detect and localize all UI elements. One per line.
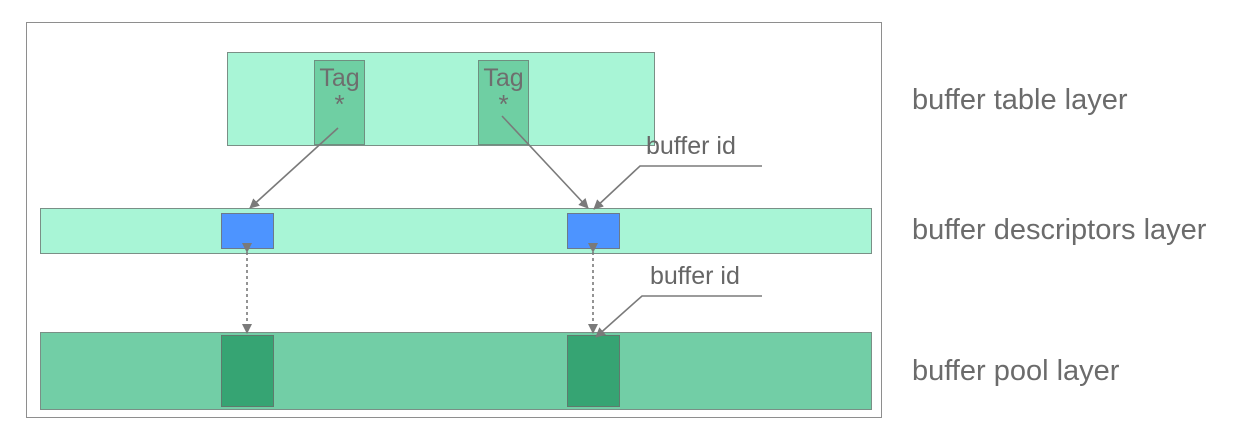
tag-label-2: Tag	[483, 64, 524, 92]
pointer-symbol-1: *	[334, 89, 345, 119]
buffer-table-layer	[227, 52, 655, 146]
pointer-symbol-2: *	[498, 89, 509, 119]
buffer-id-callout-1: buffer id	[646, 132, 736, 160]
callout-leader-1	[593, 165, 762, 210]
buffer-pool-layer-label: buffer pool layer	[912, 355, 1120, 387]
buffer-pool-page-1	[221, 335, 274, 407]
buffer-descriptors-layer-label: buffer descriptors layer	[912, 214, 1207, 246]
tag-label-1: Tag	[319, 64, 360, 92]
buffer-id-callout-2: buffer id	[650, 262, 740, 290]
buffer-descriptors-layer	[40, 208, 872, 254]
diagram-frame	[26, 22, 882, 418]
tag-pointer-arrow-2	[501, 115, 589, 209]
callout-leader-2	[595, 295, 762, 338]
buffer-pool-layer	[40, 332, 872, 410]
tag-pointer-arrow-1	[249, 127, 339, 209]
tag-entry-1: Tag *	[314, 60, 365, 145]
tag-entry-2: Tag *	[478, 60, 529, 145]
buffer-table-layer-label: buffer table layer	[912, 84, 1128, 116]
buffer-pool-page-2	[567, 335, 620, 407]
